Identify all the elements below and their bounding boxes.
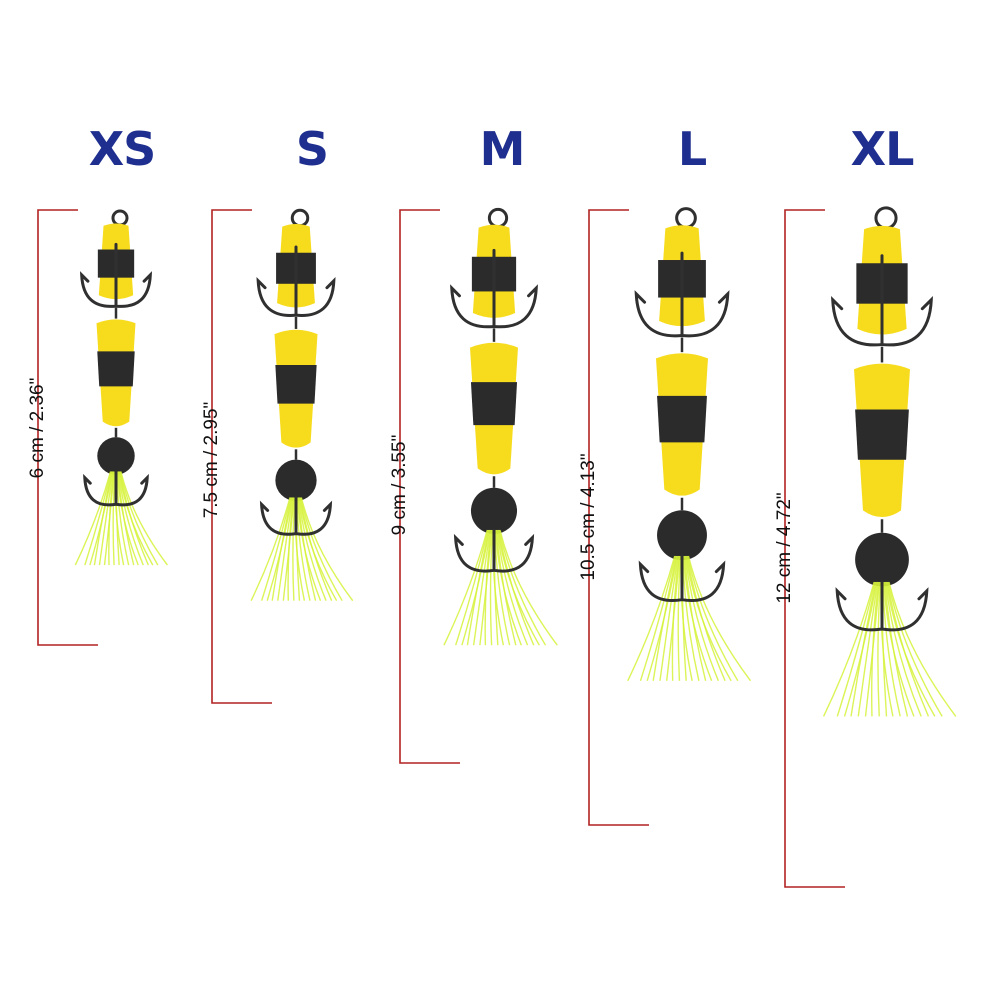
eye-ring-icon [290,208,310,228]
eye-ring-icon [111,209,129,227]
feather-tail-icon [74,471,168,566]
lower-black-band [275,365,317,404]
lower-treble-hook-icon [638,554,726,602]
lower-treble-hook-icon [453,528,535,573]
dimension-bracket-m [399,209,460,764]
dimension-label-s: 7.5 cm / 2.95" [201,401,222,519]
feather-tail-icon [250,497,354,602]
size-label-s: S [295,122,329,176]
lower-black-band [470,382,518,426]
upper-treble-hook-icon [80,242,152,308]
lure-xs [37,209,168,646]
lure-m [399,207,558,764]
upper-treble-hook-icon [450,248,538,329]
dimension-bracket-xl [784,209,845,888]
black-foam-ball [657,510,707,561]
lower-black-band [657,395,707,443]
lure-s [211,208,354,704]
upper-treble-hook-icon [256,245,336,317]
eye-ring-icon [874,206,898,230]
dimension-label-xl: 12 cm / 4.72" [774,492,795,604]
dimension-label-xs: 6 cm / 2.36" [27,377,48,479]
lower-treble-hook-icon [835,580,929,632]
size-label-l: L [677,122,707,176]
eye-ring-icon [675,207,697,229]
upper-treble-hook-icon [831,254,933,347]
feather-tail-icon [822,581,957,717]
dimension-bracket-xs [37,209,98,646]
dimension-bracket-l [588,209,649,826]
lure-l [588,207,752,826]
upper-treble-hook-icon [634,251,730,338]
feather-tail-icon [443,529,558,646]
lower-treble-hook-icon [259,496,333,536]
feather-tail-icon [627,555,752,682]
dimension-label-m: 9 cm / 3.55" [389,434,410,536]
lower-black-band [97,351,135,387]
size-label-xs: XS [88,122,157,176]
eye-ring-icon [487,207,509,229]
black-foam-ball [97,437,135,475]
lower-treble-hook-icon [83,470,149,507]
lower-black-band [855,409,909,460]
black-foam-ball [275,459,317,501]
size-label-xl: XL [850,122,915,176]
black-foam-ball [470,487,518,534]
lure-xl [784,206,957,888]
dimension-bracket-s [211,209,272,704]
black-foam-ball [855,532,909,587]
dimension-label-l: 10.5 cm / 4.13" [578,453,599,581]
size-label-m: M [479,122,526,176]
